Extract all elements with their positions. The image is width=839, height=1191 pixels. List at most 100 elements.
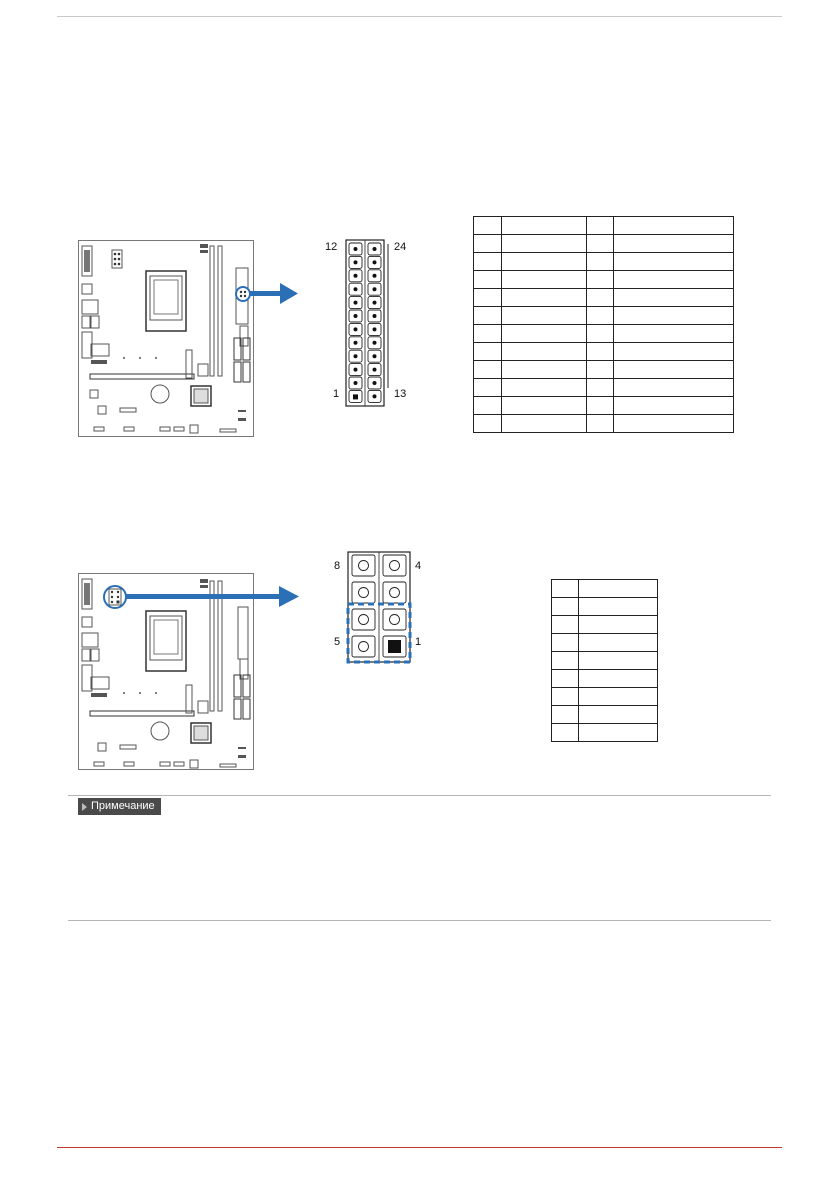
- header-rule: [57, 16, 782, 17]
- table-cell: [613, 414, 734, 433]
- motherboard-diagram-cpu: [78, 573, 254, 770]
- arrow-right-icon: [125, 586, 299, 607]
- pin-marker: [358, 614, 369, 625]
- table-cell: [585, 342, 615, 361]
- cpu-pinout-table: [550, 579, 658, 742]
- table-row: [550, 651, 658, 670]
- pin-marker: [353, 327, 358, 332]
- table-row: [550, 633, 658, 652]
- table-cell: [585, 288, 615, 307]
- table-cell: [550, 705, 580, 724]
- table-cell: [500, 342, 587, 361]
- pin-marker: [389, 560, 400, 571]
- pin-marker: [372, 340, 377, 345]
- atx-pinout-table: [473, 216, 734, 433]
- table-row: [473, 342, 734, 361]
- table-cell: [613, 396, 734, 415]
- table-cell: [473, 378, 502, 397]
- pin-marker: [353, 300, 358, 305]
- table-cell: [578, 633, 658, 652]
- note-label: Примечание: [91, 800, 155, 812]
- table-cell: [585, 216, 615, 235]
- triangle-right-icon: [82, 802, 87, 811]
- pin-label-bottom-right: 13: [394, 388, 407, 400]
- footer-rule: [57, 1147, 782, 1148]
- pin-marker: [372, 260, 377, 265]
- pin-marker: [372, 314, 377, 318]
- pin-label-bottom-left: 5: [334, 636, 341, 648]
- pin-marker: [358, 641, 369, 652]
- pin-marker: [372, 273, 377, 278]
- table-cell: [578, 597, 658, 616]
- pin-marker: [372, 381, 377, 385]
- connector-pin: [351, 554, 376, 577]
- connector-pin: [382, 554, 407, 577]
- pin-marker: [372, 327, 377, 332]
- table-cell: [500, 216, 587, 235]
- table-row: [550, 687, 658, 706]
- table-cell: [473, 306, 502, 325]
- table-row: [473, 414, 734, 433]
- table-row: [473, 216, 734, 235]
- table-cell: [550, 651, 580, 670]
- table-row: [550, 669, 658, 688]
- table-cell: [613, 252, 734, 271]
- table-cell: [613, 306, 734, 325]
- note-badge: Примечание: [78, 798, 161, 815]
- motherboard-diagram-atx: [78, 240, 254, 437]
- table-cell: [473, 396, 502, 415]
- pin-marker: [372, 300, 377, 305]
- table-cell: [473, 342, 502, 361]
- table-cell: [585, 360, 615, 379]
- connector-pin: [382, 608, 407, 631]
- connector-pin: [382, 581, 407, 604]
- table-cell: [578, 669, 658, 688]
- table-cell: [500, 360, 587, 379]
- table-cell: [473, 270, 502, 289]
- arrow-right-icon: [250, 283, 298, 304]
- table-row: [473, 252, 734, 271]
- table-cell: [550, 669, 580, 688]
- table-row: [550, 615, 658, 634]
- pin-marker: [353, 287, 358, 292]
- table-cell: [585, 306, 615, 325]
- table-row: [550, 705, 658, 724]
- table-cell: [578, 579, 658, 598]
- table-cell: [613, 360, 734, 379]
- table-cell: [613, 234, 734, 253]
- table-cell: [550, 723, 580, 742]
- table-cell: [613, 324, 734, 343]
- table-cell: [500, 270, 587, 289]
- pin-marker: [353, 314, 358, 318]
- pin-marker: [358, 560, 369, 571]
- table-cell: [500, 234, 587, 253]
- pin-label-top-right: 24: [394, 241, 407, 253]
- table-cell: [585, 324, 615, 343]
- table-cell: [500, 252, 587, 271]
- table-cell: [473, 252, 502, 271]
- pin-label-top-left: 12: [325, 241, 338, 253]
- table-cell: [473, 360, 502, 379]
- pin-marker: [372, 367, 377, 372]
- pin-label-top-right: 4: [415, 560, 422, 572]
- pin-marker: [353, 354, 358, 359]
- table-cell: [578, 705, 658, 724]
- pin-marker: [353, 367, 358, 372]
- table-cell: [585, 234, 615, 253]
- table-row: [473, 270, 734, 289]
- table-cell: [473, 414, 502, 433]
- table-cell: [500, 324, 587, 343]
- table-cell: [500, 396, 587, 415]
- table-cell: [613, 288, 734, 307]
- table-cell: [550, 579, 580, 598]
- pin-marker: [388, 640, 401, 653]
- table-cell: [550, 597, 580, 616]
- table-cell: [585, 378, 615, 397]
- table-row: [473, 378, 734, 397]
- note-bottom-divider: [68, 920, 771, 921]
- table-cell: [585, 252, 615, 271]
- cpu-8pin-connector: [346, 551, 412, 664]
- pin-label-bottom-right: 1: [415, 636, 422, 648]
- pin-label-bottom-left: 1: [333, 388, 340, 400]
- table-cell: [613, 270, 734, 289]
